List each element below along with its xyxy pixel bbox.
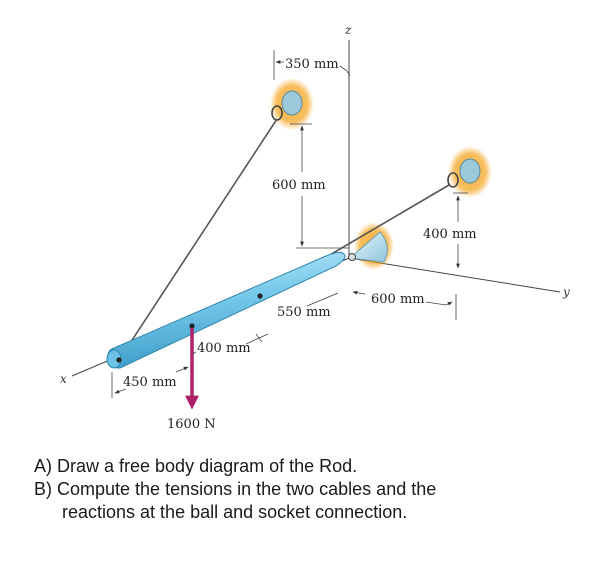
socket-cone [348,231,388,263]
dim-400-right: 400 mm [423,192,477,269]
cable-left [118,118,278,361]
dim-400-rod-label: 400 mm [197,341,251,356]
left-wall-anchor [270,78,314,130]
dim-550: 550 mm [277,292,339,320]
dim-400-rod: 400 mm [191,333,269,356]
ball-socket [348,222,394,270]
y-axis-label: y [562,285,570,299]
dim-450-label: 450 mm [123,375,177,390]
dim-600-y: 600 mm [352,290,457,320]
question-a: A) Draw a free body diagram of the Rod. [34,456,358,476]
rod [106,251,346,369]
dim-450: 450 mm [111,366,189,398]
left-anchor-plate [281,90,303,116]
dim-350-label: 350 mm [285,57,339,72]
z-axis-label: z [344,23,352,37]
question-b-line1: B) Compute the tensions in the two cable… [34,479,437,499]
dim-600-vertical: 600 mm [272,123,349,249]
load-label: 1600 N [167,417,216,432]
dim-600-vertical-label: 600 mm [272,178,326,193]
rod-cable-point-left [116,357,122,363]
question-b-line2: reactions at the ball and socket connect… [62,502,408,522]
dim-350: 350 mm [273,50,351,80]
socket-ball [348,253,356,261]
load-arrow: 1600 N [167,328,216,432]
dim-400-right-label: 400 mm [423,227,477,242]
axes: z y x [60,23,570,386]
dim-550-label: 550 mm [277,305,331,320]
right-eye-bolt [447,172,459,188]
rod-cable-point-mid [257,293,263,299]
rod-load-point [189,323,195,329]
right-anchor-plate [459,158,481,184]
dim-600-y-label: 600 mm [371,292,425,307]
right-wall-anchor [447,146,492,198]
x-axis-label: x [60,372,67,386]
question-block: A) Draw a free body diagram of the Rod. … [34,455,574,524]
